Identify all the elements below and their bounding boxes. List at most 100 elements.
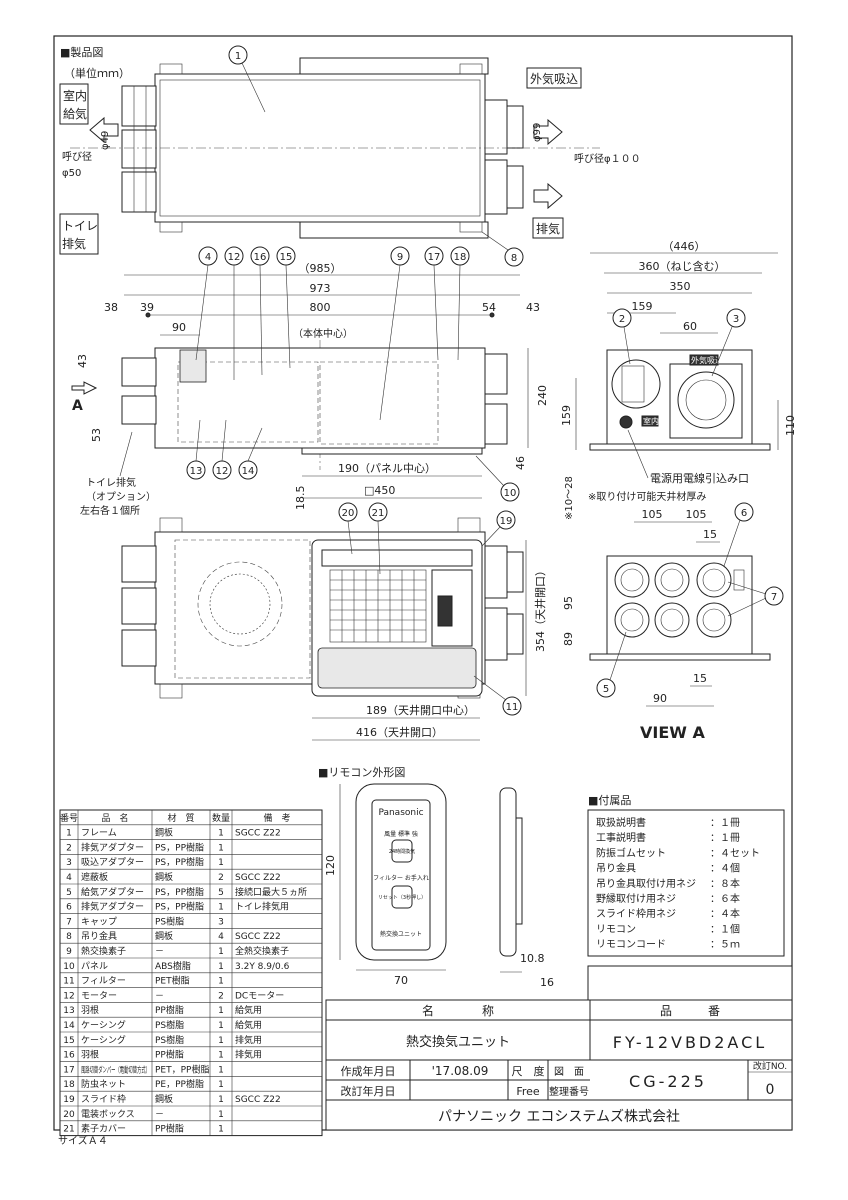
parts-cell: 吸込アダプター: [81, 856, 144, 868]
parts-cell: 18: [63, 1080, 75, 1090]
dim-800: 800: [310, 301, 331, 314]
callout-view-a-5: 5: [603, 684, 609, 695]
parts-cell: 吊り金具: [81, 930, 117, 942]
dim-446: （446）: [663, 240, 706, 253]
dim-54: 54: [482, 301, 496, 314]
parts-cell: PS樹脂: [155, 1034, 184, 1046]
parts-cell: 1: [66, 829, 72, 839]
dim-view-a-89: 89: [562, 632, 575, 646]
toilet-note-2: （オプション）: [86, 491, 156, 503]
callout-front-12a: 12: [228, 252, 241, 263]
top-view: 1 8 室内 給気 φ49 呼び径 φ50 トイレ 排気 外気吸込 φ99 呼び…: [59, 45, 641, 267]
section-remote-title: ■リモコン外形図: [318, 766, 405, 779]
callout-side-2: 2: [619, 314, 625, 325]
parts-cell: 9: [66, 947, 72, 957]
parts-cell: 16: [63, 1051, 75, 1061]
parts-cell: SGCC Z22: [235, 829, 281, 839]
parts-header-cell: 数量: [212, 812, 230, 824]
accessory-qty: ：１個: [710, 922, 740, 935]
parts-cell: 15: [63, 1036, 74, 1046]
dim-53: 53: [90, 428, 103, 442]
parts-cell: 12: [63, 991, 74, 1001]
accessory-qty: ：１冊: [710, 818, 740, 829]
remote-brand: Panasonic: [378, 808, 423, 818]
parts-cell: 排気アダプター: [81, 841, 144, 853]
dim-46: 46: [514, 456, 527, 470]
callout-top-1: 1: [235, 51, 241, 62]
label-outdoor-intake: 外気吸込: [530, 71, 578, 86]
ceiling-note: ※取り付け可能天井材厚み: [588, 490, 706, 503]
product-name: 熱交換気ユニット: [406, 1034, 510, 1050]
label-toilet-exhaust-1: トイレ: [62, 219, 98, 233]
remote-dim-10-8: 10.8: [520, 952, 545, 965]
callout-side-3: 3: [733, 314, 739, 325]
parts-cell: PS樹脂: [155, 1019, 184, 1031]
remote-dim-70: 70: [394, 974, 408, 987]
accessory-qty: ：５ｍ: [710, 940, 740, 951]
dim-43: 43: [526, 301, 540, 314]
accessory-qty: ：４個: [710, 862, 740, 875]
nominal-phi50-1: 呼び径: [62, 150, 92, 163]
dim-110: 110: [784, 415, 797, 436]
dim-973: 973: [310, 282, 331, 295]
parts-cell: 14: [63, 1021, 75, 1031]
parts-cell: 給気アダプター: [81, 886, 144, 898]
parts-cell: 1: [218, 1006, 224, 1016]
accessory-qty: ：４セット: [710, 847, 760, 859]
created-label: 作成年月日: [341, 1064, 396, 1078]
drawing-number: CG-225: [629, 1072, 707, 1091]
remote-button-2: リセット（3秒押し）: [378, 894, 426, 901]
dim-18-5: 18.5: [294, 486, 307, 511]
callout-bottom-21: 21: [372, 508, 385, 519]
side-tag-outdoor: 外気吸込: [691, 355, 723, 365]
dim-416: 416（天井開口）: [356, 725, 443, 739]
side-view: （446） 360（ねじ含む） 350 159 60 室内 外気吸込 2 3 1…: [560, 240, 797, 520]
parts-cell: PP樹脂: [155, 1123, 184, 1135]
parts-cell: 羽根: [81, 1049, 99, 1061]
dim-phi99: φ99: [532, 123, 543, 142]
parts-cell: 鋼板: [155, 871, 173, 883]
parts-cell: 1: [218, 1110, 224, 1120]
parts-cell: 1: [218, 843, 224, 853]
nominal-phi100: 呼び径φ１００: [574, 152, 641, 165]
parts-cell: PET，PP樹脂: [155, 1063, 209, 1075]
parts-cell: 給気用: [235, 1019, 262, 1031]
remote-drawing: ■リモコン外形図 Panasonic 風量 標準 強 24時間換気 フィルター …: [318, 766, 554, 989]
parts-cell: 13: [63, 1006, 74, 1016]
dim-90: 90: [172, 321, 186, 334]
callout-view-a-7: 7: [771, 592, 777, 603]
revised-label: 改訂年月日: [341, 1084, 396, 1098]
callout-front-17: 17: [428, 252, 441, 263]
power-label: 電源用電線引込み口: [650, 471, 749, 485]
title-name-header: 名 称: [422, 1003, 494, 1018]
bottom-view: 20 21 19 11 354（天井開口） 189（天井開口中心） 416（天井…: [121, 502, 547, 741]
remote-button-1: 24時間換気: [389, 848, 415, 855]
parts-cell: 熱交換素子: [81, 945, 126, 957]
parts-cell: PS，PP樹脂: [155, 901, 204, 913]
parts-cell: 排気アダプター: [81, 901, 144, 913]
product-number: FY-12VBD2ACL: [613, 1033, 767, 1052]
scale-label: 尺 度: [512, 1064, 545, 1078]
parts-cell: 5: [66, 888, 72, 898]
parts-header-cell: 備 考: [263, 812, 290, 824]
parts-cell: 排気用: [235, 1034, 262, 1046]
remote-name: 熱交換ユニット: [380, 930, 422, 938]
dim-view-a-90: 90: [653, 692, 667, 705]
callout-front-15: 15: [280, 252, 293, 263]
parts-cell: 鋼板: [155, 827, 173, 839]
dim-189: 189（天井開口中心）: [366, 703, 475, 717]
front-arrow-label: A: [72, 398, 83, 414]
title-block: 名 称 品 番 熱交換気ユニット FY-12VBD2ACL 作成年月日 '17.…: [325, 965, 793, 1131]
parts-cell: 17: [63, 1065, 74, 1075]
dim-159-vertical: 159: [560, 405, 573, 426]
created-date: '17.08.09: [432, 1064, 489, 1078]
dim-view-a-15b: 15: [693, 672, 707, 685]
parts-cell: －: [155, 991, 164, 1001]
parts-cell: 羽根: [81, 1004, 99, 1016]
parts-cell: 20: [63, 1110, 75, 1120]
dim-38: 38: [104, 301, 118, 314]
parts-cell: 鋼板: [155, 1093, 173, 1105]
callout-front-13: 13: [190, 466, 203, 477]
